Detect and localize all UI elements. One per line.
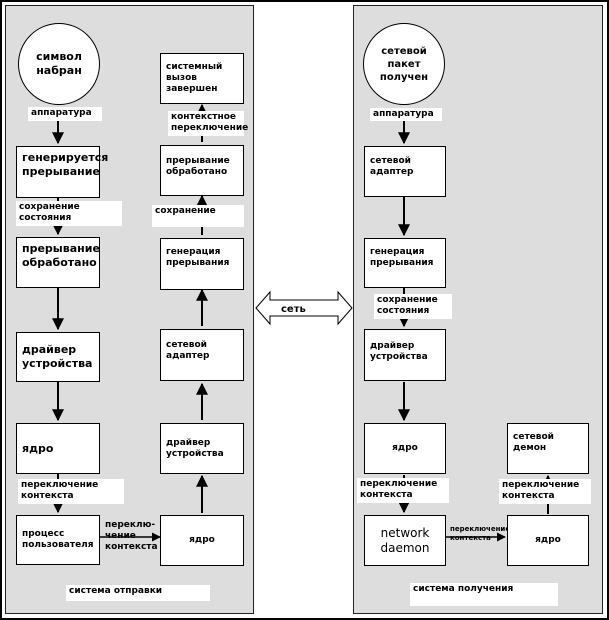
rx-kernel-right-box: ядро bbox=[507, 515, 589, 566]
interrupt-generated-box: генерируется прерывание bbox=[16, 146, 108, 198]
save-state-label: сохранение состояния bbox=[16, 201, 122, 226]
rx-hardware-label: аппаратура bbox=[370, 108, 442, 121]
sender-caption: система отправки bbox=[66, 585, 210, 601]
right-save-state-label: сохранение bbox=[152, 205, 244, 227]
syscall-done-box: системный вызов завершен bbox=[160, 53, 244, 104]
rx-device-driver-box: драйвер устройства bbox=[364, 329, 446, 381]
rx-network-adapter-box: сетевой адаптер bbox=[364, 146, 446, 197]
hardware-label: аппаратура bbox=[28, 107, 102, 121]
rx-start-event-circle: сетевой пакет получен bbox=[363, 23, 445, 105]
network-daemon-box: network daemon bbox=[364, 515, 446, 566]
user-process-box: процесс пользователя bbox=[16, 515, 100, 565]
context-switch-label: переключение контекста bbox=[18, 479, 124, 504]
context-switch-hyphenated-label: переклю- чение контекста bbox=[105, 520, 158, 552]
interrupt-handled-box: прерывание обработано bbox=[16, 237, 100, 288]
network-label: сеть bbox=[281, 304, 306, 315]
network-adapter-box: сетевой адаптер bbox=[160, 329, 244, 381]
rx-interrupt-generation-box: генерация прерывания bbox=[364, 238, 446, 288]
right-kernel-box: ядро bbox=[160, 515, 244, 566]
right-device-driver-box: драйвер устройства bbox=[160, 423, 244, 474]
right-interrupt-handled-box: прерывание обработано bbox=[160, 145, 244, 196]
rx-kernel-box: ядро bbox=[364, 423, 446, 474]
rx-network-daemon-ru-box: сетевой демон bbox=[507, 423, 589, 474]
rx-context-switch-label: переключение контекста bbox=[357, 478, 449, 503]
interrupt-generation-box: генерация прерывания bbox=[160, 238, 244, 290]
device-driver-box: драйвер устройства bbox=[16, 332, 100, 382]
receiver-caption: система получения bbox=[410, 583, 558, 606]
rx-context-switch-small-label: переключение контекста bbox=[450, 525, 511, 542]
rx-save-state-label: сохранение состояния bbox=[374, 294, 452, 319]
kernel-box: ядро bbox=[16, 423, 100, 474]
start-event-circle: символ набран bbox=[18, 23, 100, 105]
network-double-arrow bbox=[255, 290, 353, 326]
sender-panel bbox=[5, 5, 254, 614]
right-context-switch-label: контекстное переключение bbox=[168, 111, 248, 136]
rx-context-switch-right-label: переключение контекста bbox=[499, 479, 591, 504]
